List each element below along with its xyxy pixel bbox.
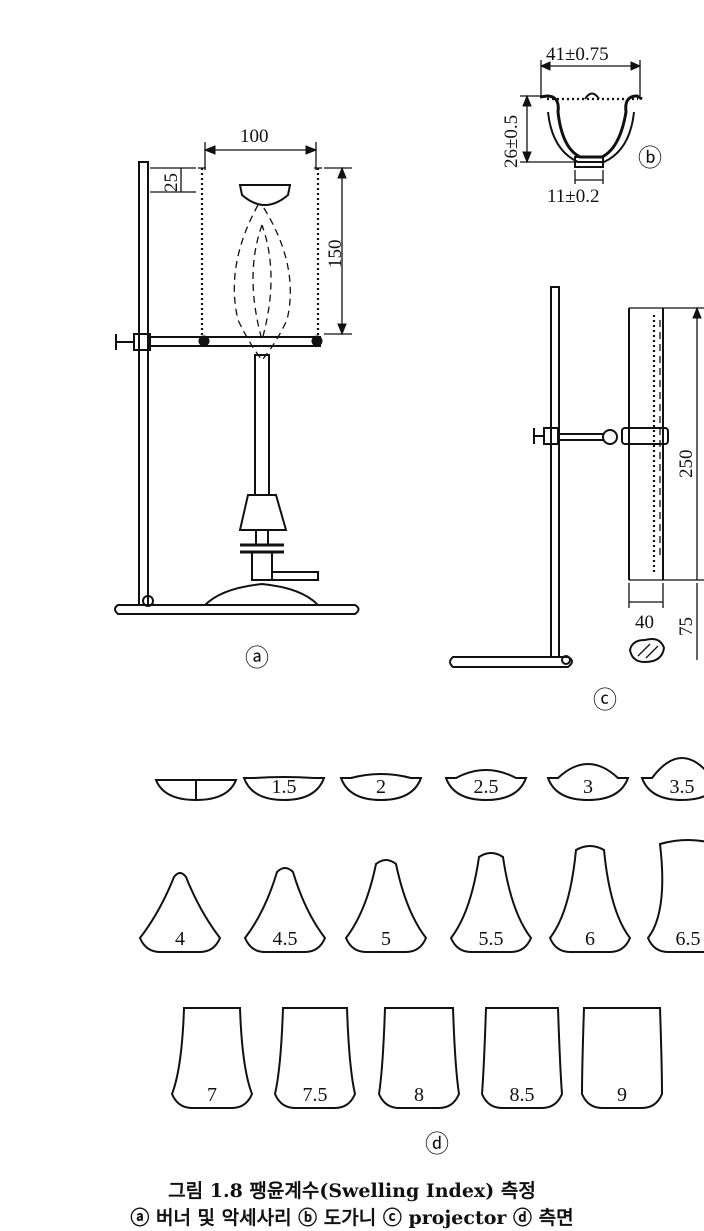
profile-shape bbox=[548, 845, 632, 953]
projector-base bbox=[449, 656, 573, 668]
profile-shape bbox=[444, 769, 528, 802]
profile-label: 1.5 bbox=[272, 776, 297, 798]
profile-label: 7 bbox=[207, 1084, 217, 1106]
figure-d-profiles: 1.5 2 2.5 3 3.5 4 4.5 5 5.5 6 6.5 7 7.5 8 8.5 9 bbox=[138, 757, 704, 1109]
profile-label: 8.5 bbox=[510, 1084, 535, 1106]
profile-shape bbox=[242, 776, 326, 802]
projector-arm bbox=[558, 433, 604, 441]
lid-handle bbox=[584, 92, 600, 100]
profile-shape bbox=[344, 859, 428, 953]
dim-line-top-b bbox=[540, 60, 641, 96]
figure-a-marker: ⓐ bbox=[245, 644, 269, 672]
crucible-outer bbox=[547, 111, 635, 163]
chimney bbox=[200, 168, 320, 337]
dim-top-b-label: 41±0.75 bbox=[546, 44, 609, 65]
dim-line-top bbox=[150, 167, 196, 193]
burner-base bbox=[204, 582, 319, 606]
dim-top-label: 25 bbox=[161, 173, 182, 192]
dim-line-width bbox=[204, 142, 317, 170]
burner-tube bbox=[254, 354, 270, 496]
profile-label: 2.5 bbox=[474, 776, 499, 798]
figure-a-burner: 100 25 150 ⓐ bbox=[114, 126, 360, 672]
profile-shape bbox=[640, 757, 704, 802]
profile-label: 6 bbox=[585, 928, 595, 950]
profile-label: 4.5 bbox=[273, 928, 298, 950]
figure-caption-subtitle: ⓐ 버너 및 악세사리 ⓑ 도가니 ⓒ projector ⓓ 측면 bbox=[130, 1207, 574, 1229]
profile-shape bbox=[546, 763, 630, 802]
dim-height-b-label: 26±0.5 bbox=[501, 115, 522, 168]
figure-d-marker: ⓓ bbox=[425, 1130, 449, 1158]
figure-b-marker: ⓑ bbox=[638, 144, 662, 172]
profile-label: 7.5 bbox=[303, 1084, 328, 1106]
clamp-knob bbox=[115, 334, 134, 350]
dim-width-c-label: 40 bbox=[635, 612, 654, 633]
profile-label: 6.5 bbox=[676, 928, 701, 950]
profile-shape bbox=[170, 1007, 254, 1109]
profile-label: 3.5 bbox=[670, 776, 695, 798]
ring-arm bbox=[149, 336, 321, 347]
profile-shape bbox=[377, 1007, 461, 1109]
dim-bottom-c-label: 75 bbox=[676, 617, 697, 636]
burner-collar bbox=[238, 494, 288, 531]
dim-width-label: 100 bbox=[240, 126, 269, 147]
dim-line-width-c bbox=[628, 583, 664, 608]
profile-label: 8 bbox=[414, 1084, 424, 1106]
coke-button bbox=[628, 638, 666, 664]
profile-shape bbox=[449, 852, 533, 953]
profile-shape bbox=[646, 839, 704, 953]
dim-bottom-b-label: 11±0.2 bbox=[547, 186, 599, 207]
crucible-in-chimney bbox=[238, 184, 292, 206]
dim-line-bottom-b bbox=[574, 170, 604, 184]
profile-label: 9 bbox=[617, 1084, 627, 1106]
profile-shape bbox=[339, 773, 423, 802]
dim-line-height-b bbox=[520, 95, 580, 163]
profile-label: 2 bbox=[376, 776, 386, 798]
projector-rod bbox=[550, 286, 560, 658]
flame bbox=[233, 204, 291, 362]
profile-label: 5.5 bbox=[479, 928, 504, 950]
gas-inlet bbox=[272, 571, 319, 581]
profile-label: 4 bbox=[175, 928, 185, 950]
profile-shape bbox=[580, 1007, 664, 1109]
stand-base bbox=[114, 604, 360, 615]
figure-c-projector: 250 40 75 ⓒ bbox=[449, 286, 704, 714]
profile-shape bbox=[154, 779, 238, 802]
profile-shape bbox=[480, 1007, 564, 1109]
figure-b-crucible: 41±0.75 26±0.5 11±0.2 ⓑ bbox=[501, 44, 662, 207]
figure-c-marker: ⓒ bbox=[593, 686, 617, 714]
dim-height-label: 150 bbox=[325, 240, 346, 269]
projector-tube bbox=[628, 308, 664, 580]
profile-label: 3 bbox=[583, 776, 593, 798]
figure-caption-title: 그림 1.8 팽윤계수(Swelling Index) 측정 bbox=[168, 1180, 536, 1202]
profile-shape bbox=[138, 872, 222, 953]
profile-shape bbox=[243, 867, 327, 953]
tube-holder bbox=[621, 427, 669, 445]
profile-label: 5 bbox=[381, 928, 391, 950]
crucible-body bbox=[539, 94, 643, 159]
dim-height-c-label: 250 bbox=[676, 450, 697, 479]
stand-rod bbox=[138, 161, 149, 606]
dim-line-height bbox=[324, 167, 352, 335]
profile-shape bbox=[273, 1007, 357, 1109]
